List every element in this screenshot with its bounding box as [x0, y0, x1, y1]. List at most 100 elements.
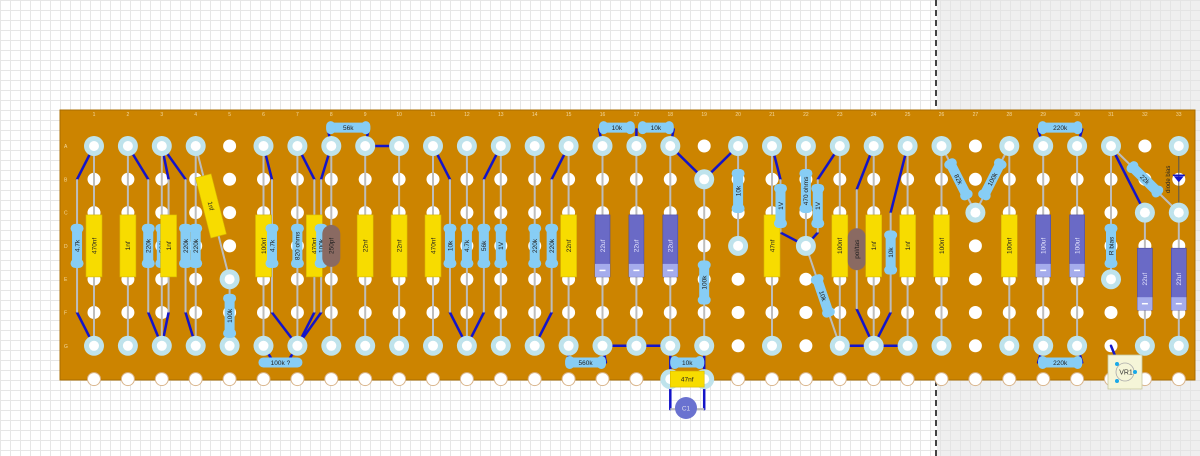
resistor-body[interactable]	[1038, 357, 1083, 368]
electrolytic-component[interactable]: 22uf	[1137, 247, 1153, 311]
film-capacitor-body[interactable]	[865, 214, 883, 278]
board-hole[interactable]	[154, 372, 169, 387]
resistor-component[interactable]: 820 ohms	[290, 223, 304, 268]
resistor-component[interactable]: 10k	[638, 121, 674, 135]
jumper-wire[interactable]	[1109, 144, 1147, 214]
film-capacitor-body[interactable]	[390, 214, 408, 278]
electrolytic-component[interactable]: 22uf	[594, 214, 611, 278]
board-hole[interactable]	[1138, 139, 1152, 153]
electrolytic-component[interactable]: 22uf	[662, 214, 679, 278]
board-hole[interactable]	[493, 372, 508, 387]
resistor-body[interactable]	[811, 273, 835, 318]
resistor-component[interactable]: 10k	[731, 168, 745, 213]
resistor-body[interactable]	[72, 223, 83, 268]
resistor-component[interactable]: 100k	[697, 260, 711, 305]
resistor-body[interactable]	[258, 357, 303, 368]
resistor-body[interactable]	[529, 223, 540, 268]
ceramic-capacitor-body[interactable]	[847, 228, 866, 271]
jumper-wire[interactable]	[889, 144, 909, 214]
board-hole[interactable]	[968, 239, 982, 253]
resistor-body[interactable]	[495, 223, 506, 268]
board-hole[interactable]	[798, 372, 813, 387]
resistor-component[interactable]: 220k	[1038, 355, 1083, 369]
resistor-body[interactable]	[224, 293, 235, 338]
resistor-component[interactable]: 10k	[810, 273, 836, 319]
ceramic-capacitor-body[interactable]	[322, 224, 341, 267]
board-hole[interactable]	[87, 372, 101, 387]
film-component[interactable]: 100nf	[1000, 214, 1018, 278]
resistor-component[interactable]: 1V	[773, 183, 787, 228]
resistor-body[interactable]	[326, 122, 371, 133]
board-hole[interactable]	[1070, 372, 1085, 387]
ceramic-component[interactable]: pol/tas	[847, 228, 866, 271]
board-hole[interactable]	[358, 372, 373, 387]
board-hole[interactable]	[223, 239, 237, 253]
board-hole[interactable]	[1104, 306, 1118, 319]
film-capacitor-body[interactable]	[763, 214, 781, 278]
resistor-component[interactable]: 220k	[189, 223, 203, 268]
board-hole[interactable]	[290, 372, 305, 387]
resistor-component[interactable]: 220k	[528, 223, 542, 268]
film-component[interactable]: 470nf	[424, 214, 442, 278]
vr1-pin[interactable]	[1133, 370, 1137, 374]
board-hole[interactable]	[223, 172, 237, 186]
resistor-body[interactable]	[546, 223, 557, 268]
resistor-body[interactable]	[1126, 160, 1164, 198]
film-capacitor-body[interactable]	[85, 214, 103, 278]
resistor-component[interactable]: 220k	[545, 223, 559, 268]
resistor-body[interactable]	[180, 223, 191, 268]
film-component[interactable]: 47nf	[763, 214, 781, 278]
resistor-body[interactable]	[885, 230, 896, 275]
resistor-component[interactable]: 220k	[141, 223, 155, 268]
board-hole[interactable]	[968, 306, 982, 319]
potentiometer-vr1[interactable]: VR1	[1107, 354, 1143, 390]
c1-body[interactable]	[675, 397, 697, 419]
board-hole[interactable]	[731, 339, 745, 353]
resistor-component[interactable]: 4.7k	[70, 223, 84, 268]
board-hole[interactable]	[900, 372, 915, 387]
film-component[interactable]: 1nf	[195, 173, 227, 239]
film-capacitor-body[interactable]	[933, 214, 950, 278]
board-hole[interactable]	[799, 339, 813, 353]
resistor-body[interactable]	[461, 223, 472, 268]
board-hole[interactable]	[968, 139, 982, 153]
resistor-body[interactable]	[143, 223, 154, 268]
film-component[interactable]: 1nf	[899, 214, 916, 278]
electrolytic-component[interactable]: 100uf	[1069, 214, 1085, 278]
board-hole[interactable]	[968, 272, 982, 286]
resistor-component[interactable]: 560k	[565, 355, 606, 369]
board-hole[interactable]	[799, 272, 813, 286]
resistor-component[interactable]: R bias	[1104, 223, 1118, 268]
resistor-component[interactable]: 1V	[811, 183, 825, 228]
resistor-body[interactable]	[292, 223, 303, 268]
film-capacitor-body[interactable]	[1000, 214, 1018, 278]
board-hole[interactable]	[1171, 372, 1186, 387]
resistor-body[interactable]	[944, 157, 973, 201]
board-hole[interactable]	[968, 372, 983, 387]
resistor-body[interactable]	[812, 183, 823, 228]
film-component[interactable]: 1nf	[119, 214, 137, 278]
resistor-body[interactable]	[478, 223, 489, 268]
board-hole[interactable]	[595, 372, 610, 387]
film-component[interactable]: 22nf	[390, 214, 408, 278]
resistor-component[interactable]: 4.7k	[265, 223, 279, 268]
resistor-component[interactable]: 10k	[599, 121, 635, 135]
resistor-body[interactable]	[978, 157, 1007, 201]
board-hole[interactable]	[188, 372, 203, 387]
film-component[interactable]: 470nf	[85, 214, 103, 278]
film-component[interactable]: 100nf	[933, 214, 950, 278]
capacitor-c1[interactable]: C1	[675, 397, 697, 419]
resistor-component[interactable]: 1V	[494, 223, 508, 268]
film-capacitor-body[interactable]	[119, 214, 137, 278]
board-hole[interactable]	[1036, 372, 1051, 387]
resistor-component[interactable]: 220k	[1038, 121, 1083, 135]
board-hole[interactable]	[968, 172, 982, 186]
vr1-pin[interactable]	[1115, 379, 1119, 383]
resistor-body[interactable]	[775, 183, 786, 228]
resistor-body[interactable]	[699, 260, 710, 305]
resistor-component[interactable]: 10k	[670, 355, 705, 369]
board-hole[interactable]	[731, 372, 746, 387]
film-capacitor-body[interactable]	[669, 370, 705, 388]
resistor-component[interactable]: 10k	[443, 223, 457, 268]
